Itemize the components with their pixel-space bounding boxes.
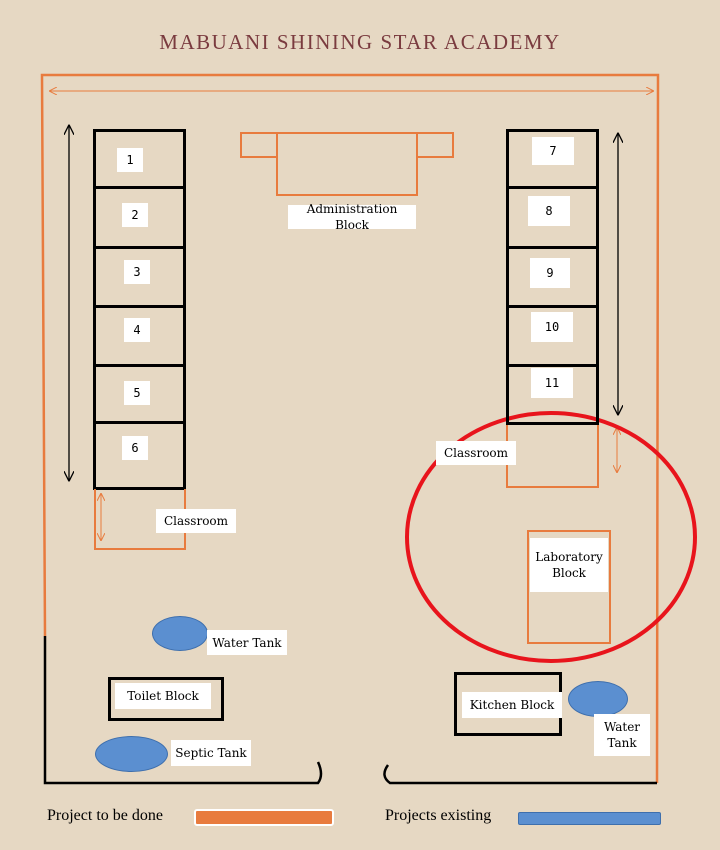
classroom-number-8: 8 [528, 196, 570, 226]
water-tank-label-left: Water Tank [207, 630, 287, 655]
highlight-circle [405, 411, 697, 663]
classroom-number-5: 5 [124, 381, 150, 405]
toilet-label: Toilet Block [115, 683, 211, 709]
classroom-number-10: 10 [531, 312, 573, 342]
septic-tank-label: Septic Tank [171, 740, 251, 766]
laboratory-block [527, 530, 611, 644]
boundary-planned [40, 73, 660, 784]
classroom-number-2: 2 [122, 203, 148, 227]
administration-wing-right [416, 132, 454, 158]
legend-existing-swatch [518, 812, 661, 825]
legend-planned-label: Project to be done [47, 807, 163, 824]
water-tank-label-right: Water Tank [594, 714, 650, 756]
septic-tank [95, 736, 168, 772]
classroom-number-7: 7 [532, 137, 574, 165]
classroom-label-left: Classroom [156, 509, 236, 533]
classroom-number-6: 6 [122, 436, 148, 460]
administration-block [276, 132, 418, 196]
toilet-block [108, 677, 224, 721]
water-tank-right [568, 681, 628, 717]
laboratory-label: Laboratory Block [530, 538, 608, 592]
classroom-block-right [506, 129, 599, 425]
classroom-label-right: Classroom [436, 441, 516, 465]
kitchen-label: Kitchen Block [462, 692, 562, 718]
classroom-number-4: 4 [124, 318, 150, 342]
legend-existing-label: Projects existing [385, 807, 492, 824]
legend-planned-swatch [194, 809, 334, 826]
classroom-number-3: 3 [124, 260, 150, 284]
classroom-number-1: 1 [117, 148, 143, 172]
boundary-existing-right [383, 764, 657, 785]
water-tank-left [152, 616, 208, 651]
classroom-block-left [93, 129, 186, 490]
administration-wing-left [240, 132, 278, 158]
classroom-number-9: 9 [530, 258, 570, 288]
boundary-existing-left [43, 636, 323, 785]
administration-label: Administration Block [288, 202, 416, 232]
page-title: MABUANI SHINING STAR ACADEMY [159, 30, 561, 54]
classroom-number-11: 11 [531, 368, 573, 398]
planned-classroom-right [506, 425, 599, 488]
